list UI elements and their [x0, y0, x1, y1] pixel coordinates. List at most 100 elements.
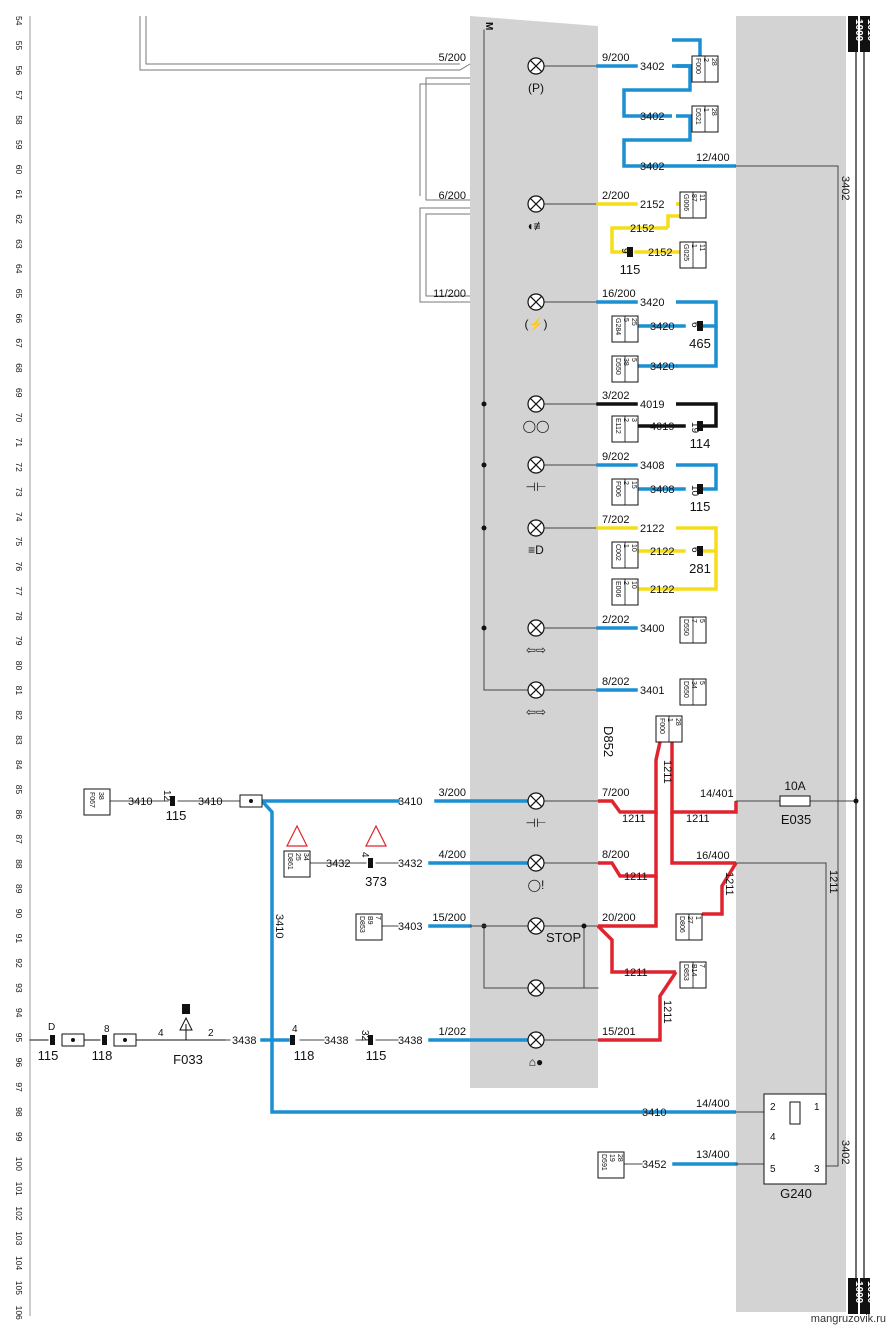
bus-tag — [848, 16, 858, 52]
splice-label: 115 — [366, 1048, 387, 1063]
connector-box — [83, 788, 111, 816]
switch-actuator-icon — [182, 1004, 190, 1014]
row-number: 95 — [14, 1033, 24, 1043]
connector-text: 38 — [97, 792, 104, 800]
wire-label: 3402 — [640, 61, 664, 73]
switch-pin: 4 — [158, 1028, 164, 1039]
connector-text: F006 — [614, 481, 621, 497]
ground-wire — [425, 213, 470, 297]
connector-text: 15 — [630, 481, 637, 489]
splice-label: 115 — [690, 499, 711, 514]
splice-number: 10 — [689, 485, 700, 497]
warning-triangle-icon — [286, 824, 308, 847]
wire-colored — [676, 551, 718, 591]
row-number: 69 — [14, 388, 24, 398]
wire-colored — [676, 300, 718, 328]
wire-label: 1211 — [622, 813, 646, 825]
connector-text: C002 — [614, 544, 621, 561]
connector-text: E006 — [614, 581, 621, 597]
ground-wire — [145, 16, 460, 65]
row-number: 103 — [14, 1231, 24, 1245]
lamp-cross — [529, 919, 543, 933]
relay-pin: 2 — [770, 1102, 776, 1113]
connector-text: 2 — [702, 58, 709, 62]
fuse-name: E035 — [781, 812, 811, 827]
splice-label: 118 — [92, 1048, 113, 1063]
row-number: 61 — [14, 190, 24, 200]
splice-label: 281 — [689, 561, 711, 576]
pin-label: 7/202 — [602, 514, 630, 526]
row-number: 77 — [14, 586, 24, 596]
lamp-cross — [529, 197, 543, 211]
pin-label: 1/202 — [438, 1026, 466, 1038]
wire-label: 3410 — [273, 914, 285, 938]
wire-label: 3400 — [640, 623, 664, 635]
junction-dot — [481, 625, 487, 631]
connector-text: 1 — [622, 544, 629, 548]
connector-text: 1 — [666, 718, 673, 722]
wire-colored — [676, 326, 718, 368]
wire-label: 3403 — [398, 921, 422, 933]
row-number: 78 — [14, 611, 24, 621]
wire-label: 3432 — [398, 858, 422, 870]
splice-number: 19 — [689, 422, 700, 434]
bus-label: 1000 — [853, 1281, 864, 1304]
relay-coil-icon — [789, 1101, 801, 1125]
row-number: 75 — [14, 537, 24, 547]
pin-label: 3/200 — [438, 787, 466, 799]
row-number: 99 — [14, 1132, 24, 1142]
row-number: 66 — [14, 314, 24, 324]
wire-colored — [598, 876, 658, 928]
row-number: 60 — [14, 165, 24, 175]
row-number: 62 — [14, 214, 24, 224]
pin-label: 5/200 — [438, 52, 466, 64]
wire-label: 3438 — [232, 1035, 256, 1047]
splice-number: 6 — [689, 547, 700, 553]
relay-pin: 1 — [814, 1102, 820, 1113]
connector-box — [597, 1151, 625, 1179]
row-number: 65 — [14, 289, 24, 299]
pin-label: 6/200 — [438, 190, 466, 202]
connector-pin — [249, 799, 253, 803]
wire-label: 2152 — [630, 223, 654, 235]
wire-label: 12/400 — [696, 152, 730, 164]
junction-dot — [481, 462, 487, 468]
splice-icon — [102, 1035, 107, 1045]
connector-text: G284 — [614, 318, 621, 335]
connector-text: 5 — [698, 619, 705, 623]
row-number: 87 — [14, 834, 24, 844]
module-d852-panel — [470, 16, 598, 1088]
pin-label: 4/200 — [438, 849, 466, 861]
row-number: 54 — [14, 16, 24, 26]
lamp-symbol-icon: ◖≢ — [526, 219, 545, 233]
connector-text: 27 — [686, 916, 693, 924]
row-number: 76 — [14, 562, 24, 572]
lamp-cross — [529, 1033, 543, 1047]
connector-text: 2 — [622, 581, 629, 585]
junction-dot — [481, 525, 487, 531]
wire-colored — [260, 799, 736, 1114]
wire-label: 2122 — [650, 584, 674, 596]
connector-text: 1 — [690, 244, 697, 248]
wire-label: 4019 — [650, 421, 674, 433]
connector-text: F067 — [88, 792, 95, 808]
switch-icon — [172, 1024, 187, 1041]
junction-dot — [581, 923, 587, 929]
wire-label: 3438 — [398, 1035, 422, 1047]
wire-label: 2152 — [648, 247, 672, 259]
splice-number: 8 — [104, 1024, 110, 1035]
connector-text: 34 — [302, 853, 309, 861]
lamp-cross — [529, 521, 543, 535]
wire-label: 3410 — [398, 796, 422, 808]
wire-label: 3420 — [650, 321, 674, 333]
row-number: 71 — [14, 438, 24, 448]
junction-dot — [481, 401, 487, 407]
connector-text: D550 — [682, 619, 689, 636]
splice-label: 114 — [690, 436, 711, 451]
connector-text: E112 — [614, 418, 621, 434]
relay-pin: 3 — [814, 1164, 820, 1175]
splice-icon — [697, 484, 703, 494]
connector-text: 25 — [630, 318, 637, 326]
splice-icon — [697, 421, 703, 431]
row-number: 67 — [14, 338, 24, 348]
